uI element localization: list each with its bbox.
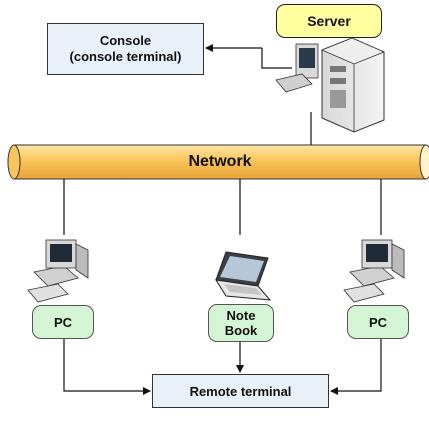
notebook-label-line1: Note bbox=[226, 308, 256, 323]
server-to-console-line bbox=[261, 48, 292, 69]
console-title: Console bbox=[99, 33, 152, 48]
server-tower-icon bbox=[275, 37, 386, 133]
console-subtitle: (console terminal) bbox=[69, 49, 182, 64]
pc-left-label: PC bbox=[32, 305, 94, 339]
server-label-text: Server bbox=[307, 13, 351, 29]
network-label: Network bbox=[120, 148, 320, 176]
network-label-text: Network bbox=[188, 153, 252, 170]
notebook-label: Note Book bbox=[208, 304, 274, 342]
network-pipe bbox=[7, 144, 429, 180]
pc-right-label-text: PC bbox=[368, 314, 388, 330]
server-label: Server bbox=[276, 4, 382, 38]
pc-right-remote-arrow bbox=[330, 339, 382, 395]
laptop-icon bbox=[215, 251, 272, 301]
connector-lines bbox=[63, 44, 382, 395]
remote-terminal-box: Remote terminal bbox=[152, 374, 329, 408]
desktop-pc-icon bbox=[27, 239, 89, 303]
notebook-label-line2: Book bbox=[224, 323, 258, 338]
remote-terminal-text: Remote terminal bbox=[189, 383, 292, 399]
desktop-pc-icon bbox=[343, 239, 405, 303]
console-box: Console (console terminal) bbox=[47, 23, 204, 75]
pc-left-remote-arrow bbox=[63, 339, 151, 395]
pc-left-label-text: PC bbox=[53, 314, 73, 330]
pc-right-label: PC bbox=[347, 305, 409, 339]
